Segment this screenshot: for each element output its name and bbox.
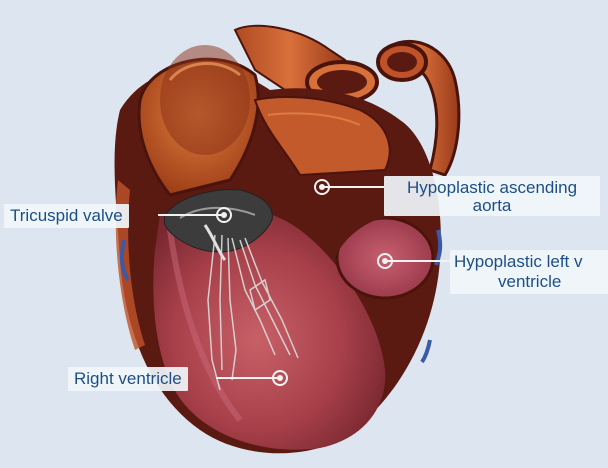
label-hypoplastic-left-ventricle-line2: ventricle bbox=[452, 272, 606, 292]
label-right-ventricle-text: Right ventricle bbox=[74, 369, 182, 389]
label-tricuspid-valve: Tricuspid valve bbox=[4, 204, 129, 228]
label-hypoplastic-left-ventricle: Hypoplastic left v ventricle bbox=[450, 250, 608, 294]
label-tricuspid-valve-text: Tricuspid valve bbox=[10, 206, 123, 226]
label-hypoplastic-ascending-aorta: Hypoplastic ascending aorta bbox=[384, 176, 600, 216]
label-hypoplastic-ascending-aorta-line2: aorta bbox=[386, 198, 598, 214]
label-hypoplastic-ascending-aorta-line1: Hypoplastic ascending bbox=[386, 178, 598, 198]
label-hypoplastic-left-ventricle-line1: Hypoplastic left v bbox=[452, 252, 606, 272]
label-right-ventricle: Right ventricle bbox=[68, 367, 188, 391]
